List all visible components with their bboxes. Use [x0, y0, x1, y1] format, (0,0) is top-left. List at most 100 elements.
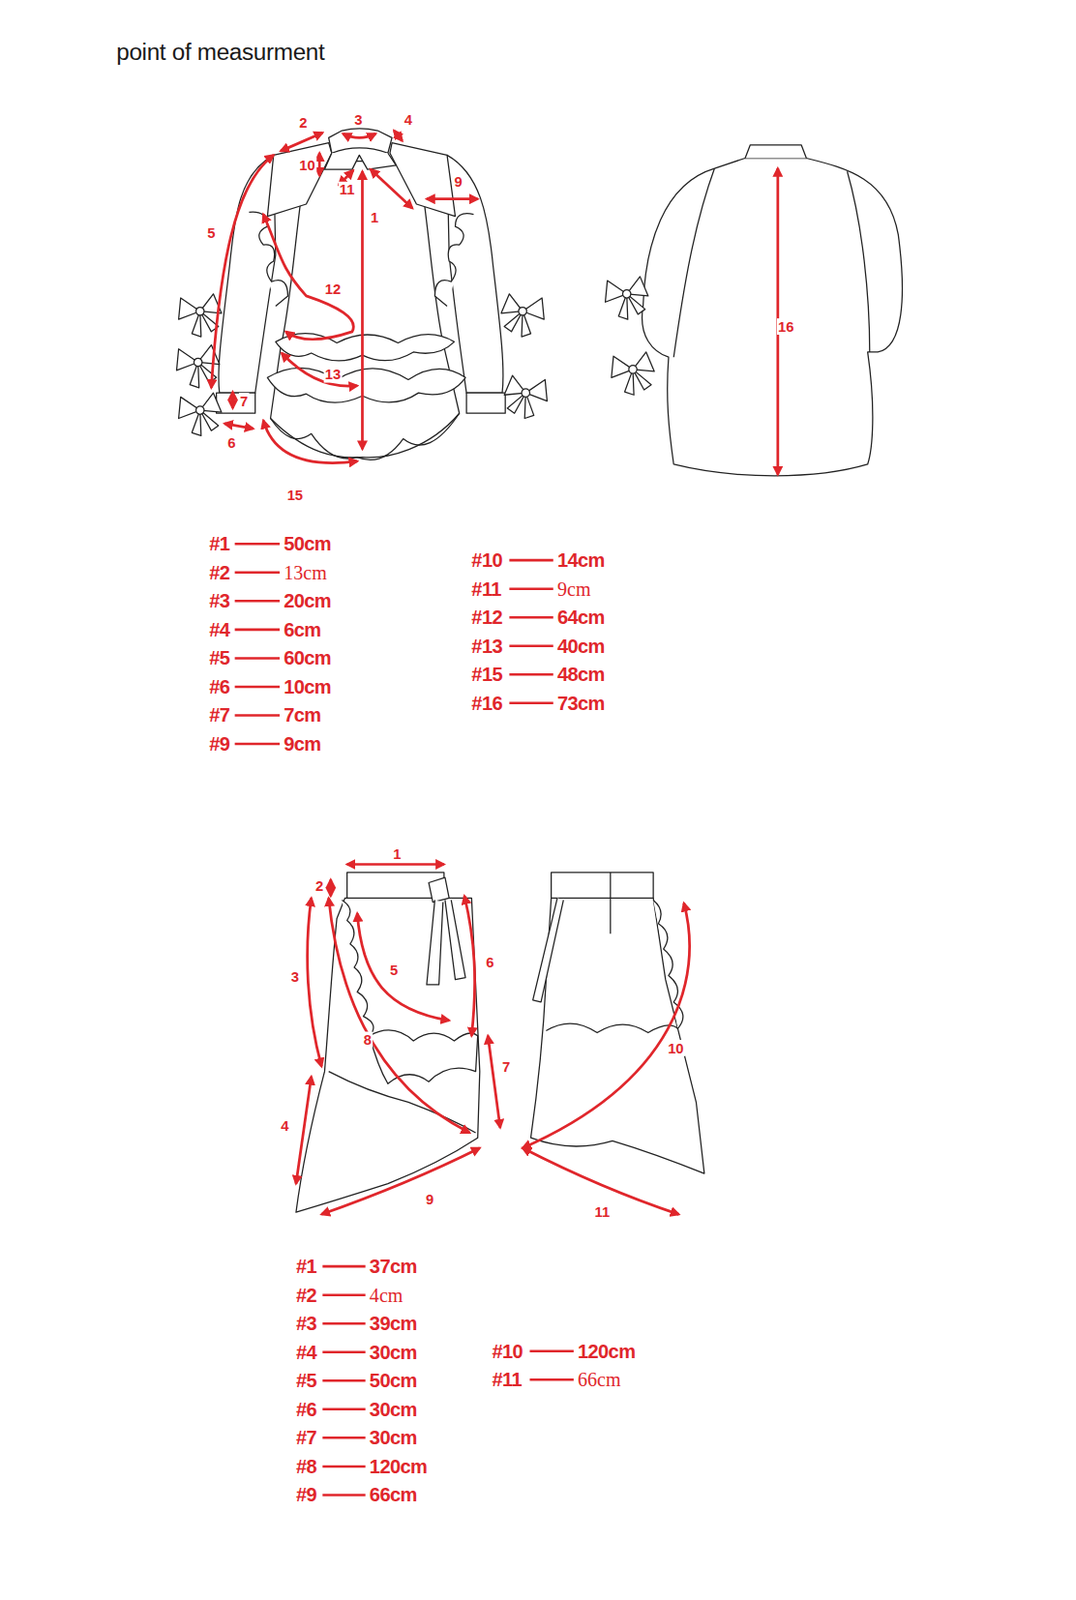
measure-arrow-part — [347, 863, 445, 867]
measure-value: 60cm — [283, 647, 331, 669]
callout-number: 11 — [338, 181, 357, 199]
measure-arrow-part — [263, 214, 354, 340]
measure-key: #2 — [209, 562, 230, 584]
table-dash-part — [508, 702, 553, 706]
blouse-back-part — [605, 276, 649, 320]
measure-slot: #15 — [471, 664, 503, 685]
callout-number: 7 — [239, 392, 249, 410]
measure-slot: 9cm — [283, 734, 321, 754]
measure-key: #12 — [471, 606, 503, 628]
callout-number: 13 — [324, 366, 343, 384]
measure-slot: #13 — [471, 636, 503, 657]
measure-slot: 66cm — [577, 1370, 622, 1390]
measure-slot: #3 — [209, 591, 230, 611]
measure-arrow-part — [357, 913, 449, 1021]
measure-value: 48cm — [557, 663, 605, 686]
measure-slot: #5 — [296, 1371, 317, 1391]
skirt-back-part — [545, 1023, 678, 1034]
table-dash-part — [322, 1322, 365, 1326]
blouse-back — [605, 145, 903, 477]
measure-key: #3 — [209, 590, 230, 612]
measure-arrow-part — [342, 133, 376, 138]
measure-value: 64cm — [557, 606, 605, 628]
measure-key: #15 — [471, 663, 503, 686]
callout-number: 3 — [290, 968, 300, 986]
measure-key: #5 — [209, 647, 230, 669]
measure-key: #5 — [296, 1370, 317, 1392]
measure-arrow-part — [210, 154, 273, 389]
callout-slot: 11 — [338, 181, 357, 199]
table-dash-part — [508, 673, 553, 677]
measure-value: 13cm — [283, 562, 328, 584]
measure-slot: #8 — [296, 1457, 317, 1477]
blouse-front — [176, 128, 547, 460]
measure-value: 50cm — [283, 533, 331, 555]
measure-key: #8 — [296, 1456, 317, 1478]
skirt-back-part — [533, 897, 565, 1003]
callout-number: 5 — [206, 224, 216, 241]
callout-number: 2 — [298, 114, 308, 131]
callout-number: 9 — [452, 173, 463, 190]
callout-slot: 7 — [239, 392, 249, 410]
measure-value: 40cm — [557, 635, 605, 658]
callout-slot: 4 — [403, 111, 414, 128]
measure-arrow-part — [328, 897, 471, 1134]
callout-slot: 15 — [286, 486, 305, 504]
measure-slot: #4 — [209, 620, 230, 640]
measure-arrow — [210, 130, 778, 1215]
measure-key: #13 — [471, 635, 503, 658]
measure-slot: 66cm — [369, 1485, 418, 1505]
callout-slot: 8 — [362, 1032, 373, 1049]
measure-value: 30cm — [369, 1427, 418, 1449]
callout-number: 8 — [362, 1032, 373, 1049]
measure-arrow-part — [263, 420, 358, 464]
measure-value: 9cm — [557, 578, 592, 600]
table-dash — [235, 543, 574, 1495]
callout-slot: 13 — [324, 366, 343, 384]
measure-slot: 50cm — [369, 1371, 418, 1391]
blouse-back-part — [673, 168, 715, 358]
measure-arrow-part — [307, 897, 323, 1067]
blouse-front-part — [504, 375, 547, 419]
measure-slot: #16 — [471, 693, 503, 714]
blouse-front-part — [267, 367, 466, 403]
measure-arrow-part — [328, 879, 332, 897]
measure-value: 37cm — [369, 1255, 418, 1278]
measure-slot: 64cm — [557, 607, 605, 628]
measure-key: #4 — [296, 1342, 317, 1364]
measure-arrow-part — [318, 152, 322, 176]
measure-key: #10 — [491, 1341, 523, 1363]
blouse-front-part — [501, 294, 544, 337]
table-dash-part — [322, 1293, 365, 1297]
measure-key: #11 — [471, 578, 501, 600]
measure-arrow-part — [231, 391, 235, 409]
callout-number: 10 — [298, 156, 317, 174]
callout-slot: 10 — [666, 1040, 686, 1057]
measure-key: #7 — [296, 1427, 317, 1449]
callout-slot: 7 — [501, 1058, 511, 1076]
measure-slot: 48cm — [557, 664, 605, 685]
blouse-front-part — [434, 213, 474, 307]
measure-value: 4cm — [369, 1285, 404, 1307]
skirt-front-part — [445, 899, 466, 980]
measure-slot: #1 — [296, 1256, 317, 1277]
measure-slot: 120cm — [369, 1457, 427, 1477]
measure-slot: #6 — [209, 677, 230, 697]
table-dash-part — [529, 1378, 573, 1382]
measure-key: #9 — [209, 733, 230, 755]
callout-slot: 11 — [594, 1204, 612, 1222]
blouse-front-part — [179, 392, 222, 436]
callout-number: 4 — [403, 111, 414, 128]
table-dash-part — [235, 542, 280, 546]
measure-key: #16 — [471, 692, 503, 715]
measure-slot: 10cm — [283, 677, 331, 697]
measure-value: 73cm — [557, 692, 605, 715]
blouse-back-part — [745, 145, 807, 159]
callout-number: 1 — [369, 209, 380, 226]
measure-value: 7cm — [283, 704, 321, 726]
measure-slot: 20cm — [283, 591, 331, 611]
measure-arrow-part — [370, 169, 413, 209]
measure-value: 66cm — [369, 1484, 418, 1506]
callout-number: 4 — [279, 1117, 290, 1135]
skirt-back-part — [609, 872, 611, 934]
